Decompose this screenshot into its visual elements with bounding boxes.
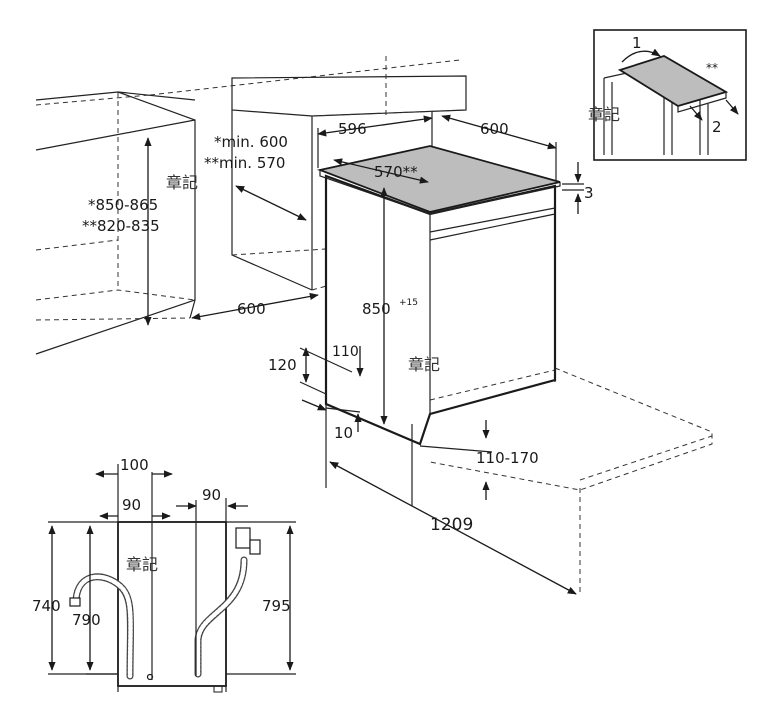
label-plinth-110: 110: [332, 344, 359, 360]
label-height-range-2: **820-835: [82, 217, 160, 235]
watermark-2: 章記: [588, 105, 620, 124]
watermark-4: 章記: [126, 555, 158, 574]
label-total-depth: 1209: [430, 515, 473, 535]
label-step-1: 1: [632, 34, 642, 52]
label-top-gap: 3: [584, 184, 594, 202]
label-height-tolerance: +15: [399, 298, 418, 308]
label-rear-740: 740: [32, 597, 61, 615]
label-foot-10: 10: [334, 424, 353, 442]
label-feet-range: 110-170: [476, 449, 539, 467]
label-rear-100: 100: [120, 456, 149, 474]
dimension-lines: [144, 112, 584, 595]
watermark-3: 章記: [408, 355, 440, 374]
label-height-range-1: *850-865: [88, 196, 158, 214]
label-rear-90-left: 90: [122, 496, 141, 514]
label-rear-795: 795: [262, 597, 291, 615]
label-height-850: 850: [362, 300, 391, 318]
dishwasher-body: [316, 145, 561, 446]
label-plinth-120: 120: [268, 356, 297, 374]
label-rear-90-right: 90: [202, 486, 221, 504]
labels: *850-865 **820-835 *min. 600 **min. 570 …: [32, 34, 722, 629]
label-rear-790: 790: [72, 611, 101, 629]
label-depth-min-2: **min. 570: [204, 154, 285, 172]
label-floor-depth: 600: [237, 300, 266, 318]
label-step-2: 2: [712, 118, 722, 136]
label-depth-570: 570**: [374, 163, 418, 181]
watermark-1: 章記: [166, 173, 198, 192]
label-depth-min-1: *min. 600: [214, 133, 288, 151]
label-inset-marker: **: [706, 61, 718, 75]
label-width-596: 596: [338, 120, 367, 138]
worktop-removal-inset: [593, 29, 747, 161]
rear-view-diagram: [48, 464, 296, 693]
label-depth-600: 600: [480, 120, 509, 138]
